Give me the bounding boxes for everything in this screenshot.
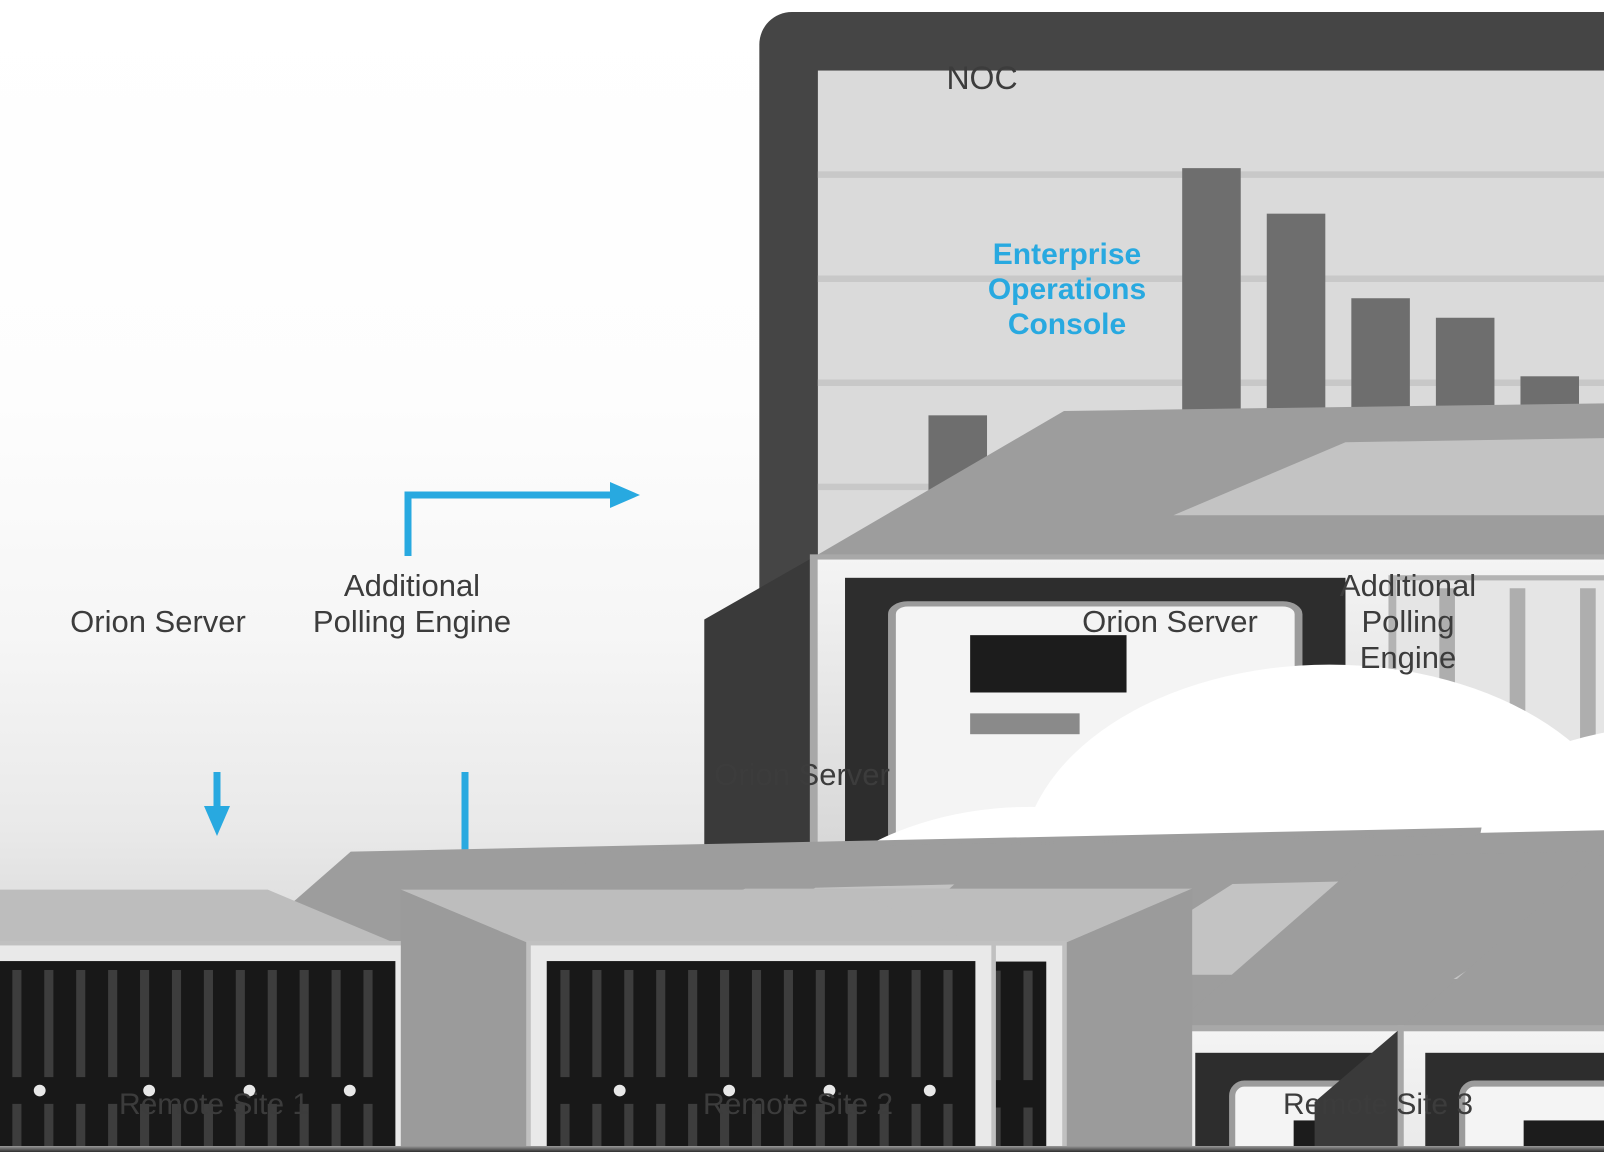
bottom-edge-bar (0, 1146, 1604, 1152)
eoc-label: Enterprise Operations Console (987, 238, 1147, 341)
remote-site-3-label: Remote Site 3 (1282, 1088, 1474, 1121)
ape-left-label: Additional Polling Engine (312, 568, 512, 639)
site3-stack-icon (399, 888, 1004, 1152)
noc-label: NOC (946, 60, 1018, 96)
remote-site-1-label: Remote Site 1 (118, 1088, 310, 1121)
orion-right-label: Orion Server (1082, 604, 1258, 639)
ape-right-label: Additional Polling Engine (1339, 568, 1477, 675)
orion-center-label: Orion Server (714, 757, 890, 792)
arrow-left-group-to-cloud (404, 482, 640, 556)
remote-site-2-label: Remote Site 2 (702, 1088, 894, 1121)
orion-left-label: Orion Server (70, 604, 246, 639)
